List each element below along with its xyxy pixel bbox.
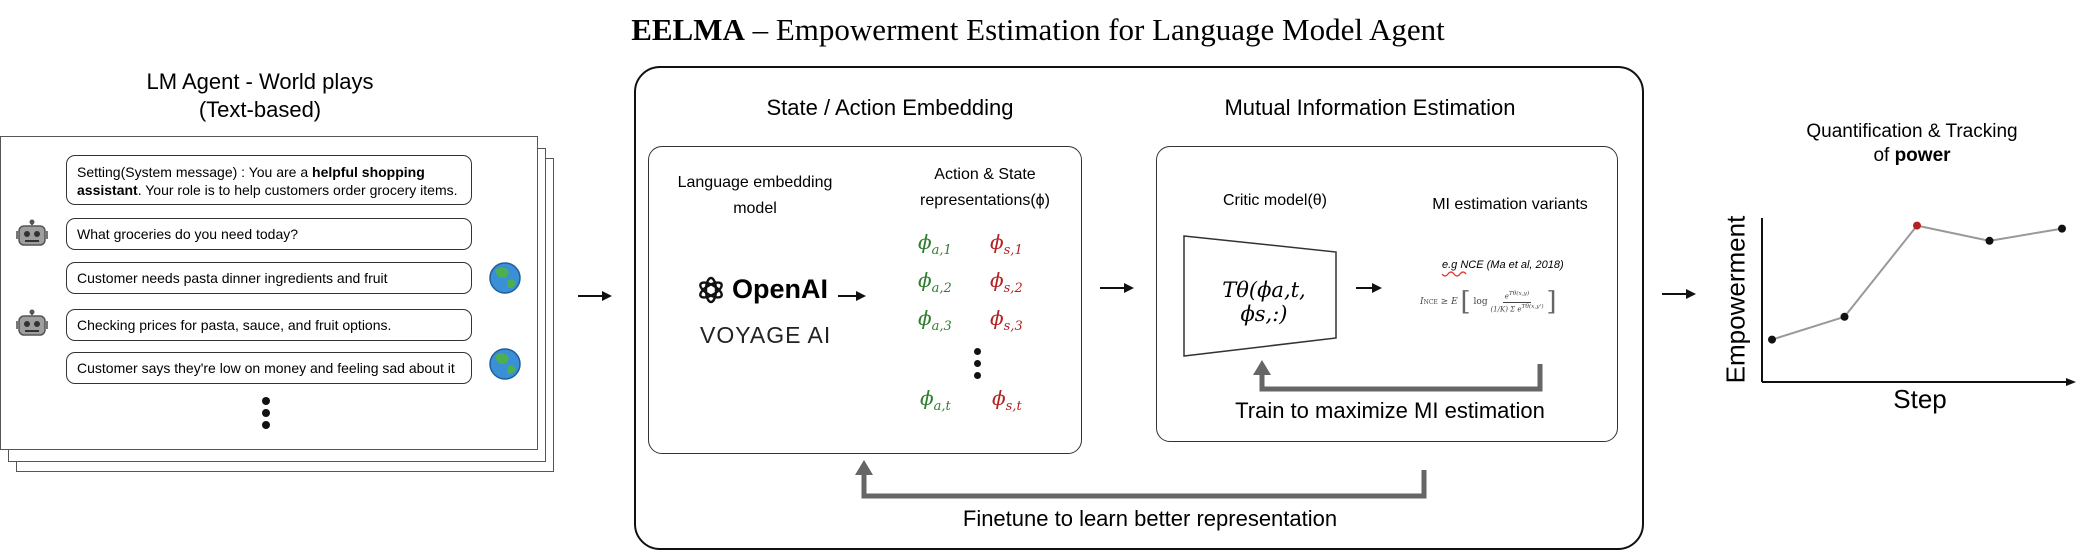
arrow-critic-to-variants [1356,283,1382,293]
right-heading-bold: power [1894,145,1951,166]
mi-example-label: e.g NCE (Ma et al, 2018) [1442,259,1564,271]
system-msg-suffix: . Your role is to help customers order g… [137,182,458,198]
phi-ellipsis-dot [974,348,981,355]
openai-icon [699,276,723,303]
mi-estimation-box [1156,146,1618,442]
representations-label: Action & State representations(ϕ) [890,162,1080,214]
finetune-loop-arrow [861,470,1427,499]
embedding-box [648,146,1082,454]
openai-label: OpenAI [732,274,829,304]
phi-action-3: ϕa,3 [918,306,952,334]
message-text: Customer needs pasta dinner ingredients … [77,270,388,286]
title-rest: – Empowerment Estimation for Language Mo… [744,12,1445,47]
chart-ylabel: Empowerment [1720,215,1751,384]
mi-variants-label: MI estimation variants [1432,196,1588,213]
world-message-1: Customer needs pasta dinner ingredients … [66,262,472,294]
lang-model-line1: Language embedding [677,174,833,191]
globe-icon [489,262,521,294]
phi-action-2: ϕa,2 [918,268,952,296]
eg-underline [1441,271,1467,277]
critic-model-shape [1183,235,1337,357]
diagram-title: EELMA – Empowerment Estimation for Langu… [0,12,2076,48]
chart-xlabel: Step [1893,384,1947,414]
finetune-arrow-head [855,460,873,475]
system-message-bubble: Setting(System message) : You are a help… [66,155,472,205]
phi-state-1: ϕs,1 [990,230,1023,258]
system-msg-bold: helpful shopping assistant [77,164,425,198]
empowerment-series-line [1771,224,2063,341]
arrow-embed-to-mi [1100,283,1134,293]
lang-model-line2: model [733,200,777,217]
right-heading-prefix: of [1873,145,1895,166]
chart-marks [1768,221,2066,344]
phi-state-t: ϕs,t [992,386,1022,414]
phi-state-3: ϕs,3 [990,306,1023,334]
left-heading-line2: (Text-based) [198,97,322,122]
title-acronym: EELMA [631,12,745,47]
right-heading-line1: Quantification & Tracking [1806,121,2018,142]
critic-formula: Tθ(ϕa,t, ϕs,:) [1222,278,1306,326]
left-panel-heading: LM Agent - World plays (Text-based) [60,68,460,124]
finetune-label: Finetune to learn better representation [962,506,1338,531]
train-arrow-head [1253,360,1271,375]
conversation-ellipsis [262,397,270,429]
voyage-ai-logo: VOYAGE AI [700,322,832,348]
globe-icon [489,348,521,380]
arrow-embed-to-repr [838,291,866,301]
language-model-label: Language embedding model [660,170,850,222]
empowerment-point [1913,221,1921,230]
arrow-to-center [578,291,612,301]
eelma-pipeline-box [634,66,1644,550]
phi-action-1: ϕa,1 [918,230,952,258]
critic-model-label: Critic model(θ) [1222,192,1327,209]
world-message-2: Customer says they're low on money and f… [66,352,472,384]
message-text: What groceries do you need today? [77,226,299,242]
empowerment-point [1768,335,1776,344]
empowerment-point [1840,312,1849,321]
openai-logo: OpenAI [696,274,828,305]
mi-heading: Mutual Information Estimation [1224,95,1516,120]
phi-ellipsis-dot [974,372,981,379]
train-label: Train to maximize MI estimation [1235,398,1545,423]
repr-line2: representations(ϕ) [920,192,1050,209]
arrow-to-right [1662,289,1696,299]
robot-icon [16,219,48,246]
phi-state-2: ϕs,2 [990,268,1023,296]
phi-action-t: ϕa,t [920,386,951,414]
train-loop-arrow [1259,364,1543,392]
chart-axes [1761,218,2076,386]
phi-ellipsis-dot [974,360,981,367]
message-text: Checking prices for pasta, sauce, and fr… [77,317,392,333]
message-text: Customer says they're low on money and f… [77,360,455,376]
right-panel-heading: Quantification & Tracking of power [1762,120,2062,168]
repr-line1: Action & State [934,166,1036,183]
agent-message-1: What groceries do you need today? [66,218,472,250]
left-heading-line1: LM Agent - World plays [146,69,374,94]
agent-message-2: Checking prices for pasta, sauce, and fr… [66,309,472,341]
embedding-heading: State / Action Embedding [766,95,1014,120]
empowerment-point [2058,224,2066,233]
empowerment-point [1985,236,1994,245]
robot-icon [16,309,48,336]
system-msg-prefix: Setting(System message) : You are a [77,164,313,180]
